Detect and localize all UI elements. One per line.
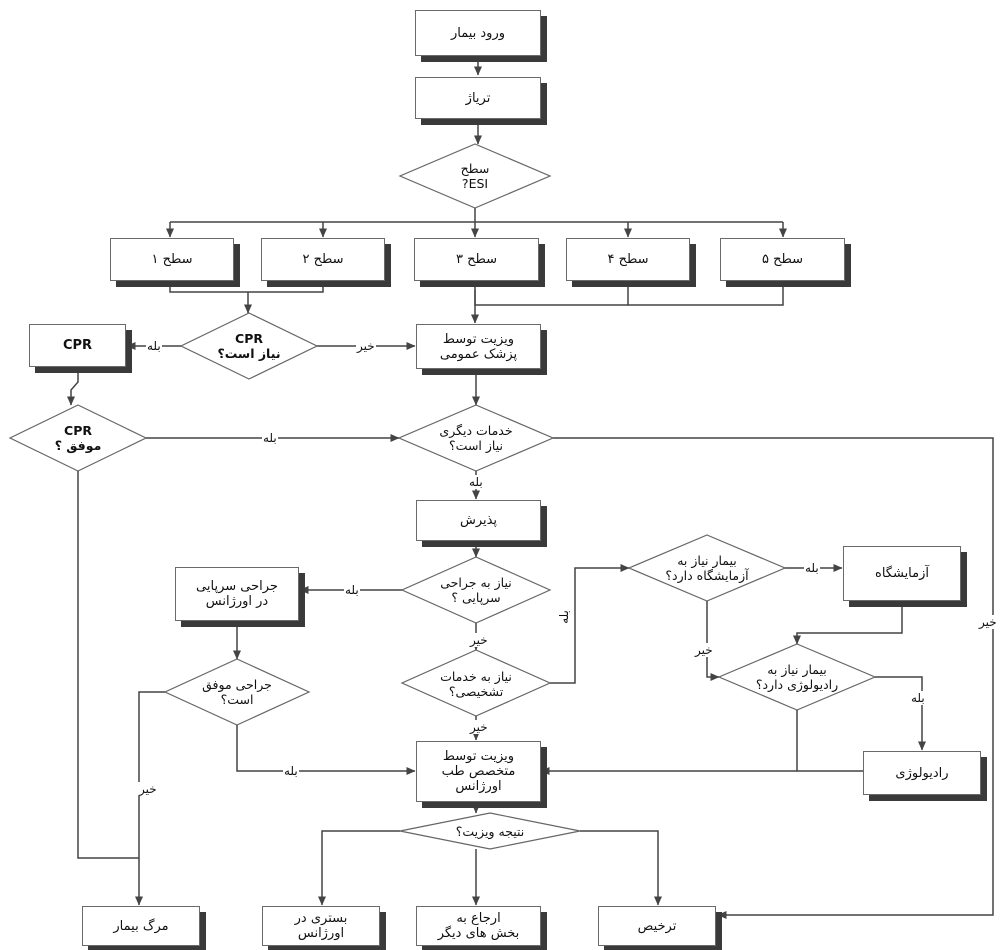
cpr-success-yes-label: بله — [262, 431, 278, 445]
radiology-decision-text: بیمار نیاز به رادیولوژی دارد؟ — [755, 662, 839, 692]
patient-death-box: مرگ بیمار — [82, 906, 200, 946]
esi-decision-text: سطح ESI? — [460, 161, 490, 191]
outpatient-surgery-decision-text: نیاز به جراحی سرپایی ؟ — [440, 575, 512, 605]
cpr-box: CPR — [29, 324, 126, 367]
level-3-box: سطح ۳ — [414, 238, 539, 281]
gp-visit-box: ویزیت توسط پزشک عمومی — [416, 324, 541, 369]
level-1-box: سطح ۱ — [110, 238, 234, 281]
visit-result-diamond — [399, 812, 581, 850]
diagnostic-no-label: خیر — [469, 720, 489, 734]
other-services-text: خدمات دیگری نیاز است؟ — [439, 423, 513, 453]
triage-box: تریاژ — [415, 77, 541, 119]
level-5-box: سطح ۵ — [720, 238, 845, 281]
other-services-no-label: خیر — [978, 615, 998, 629]
radiology-box: رادیولوژی — [863, 751, 981, 795]
visit-result-text: نتیجه ویزیت؟ — [455, 824, 525, 839]
surgery-success-yes-label: بله — [283, 764, 299, 778]
cpr-success-text: CPR موفق ؟ — [54, 423, 102, 453]
admission-box: پذیرش — [416, 500, 541, 541]
cpr-needed-text: CPR نیاز است؟ — [217, 331, 281, 361]
specialist-visit-box: ویزیت توسط متخصص طب اورژانس — [416, 741, 541, 802]
cpr-needed-diamond — [179, 312, 319, 380]
level-2-box: سطح ۲ — [261, 238, 385, 281]
cpr-yes-label: بله — [146, 339, 162, 353]
lab-no-label: خیر — [694, 643, 714, 657]
outpatient-surgery-box: جراحی سرپایی در اورژانس — [175, 567, 299, 621]
lab-decision-text: بیمار نیاز به آزمایشگاه دارد؟ — [665, 553, 749, 583]
lab-yes-label: بله — [804, 561, 820, 575]
lab-box: آزمایشگاه — [843, 546, 961, 601]
diagnostic-decision-text: نیاز به خدمات تشخیصی؟ — [440, 669, 512, 699]
surgery-success-text: جراحی موفق است؟ — [202, 677, 272, 707]
hospitalization-box: بستری در اورژانس — [262, 906, 380, 946]
surgery-no-label: خیر — [469, 633, 489, 647]
radiology-yes-label: بله — [910, 691, 926, 705]
discharge-box: ترخیص — [598, 906, 716, 946]
diagnostic-yes-label: بله — [556, 609, 571, 625]
level-4-box: سطح ۴ — [566, 238, 690, 281]
patient-entry-box: ورود بیمار — [415, 10, 541, 56]
other-services-yes-label: بله — [468, 475, 484, 489]
referral-box: ارجاع به بخش های دیگر — [416, 906, 541, 946]
surgery-yes-label: بله — [344, 583, 360, 597]
cpr-no-label: خیر — [356, 339, 376, 353]
surgery-success-no-label: خیر — [138, 782, 158, 796]
